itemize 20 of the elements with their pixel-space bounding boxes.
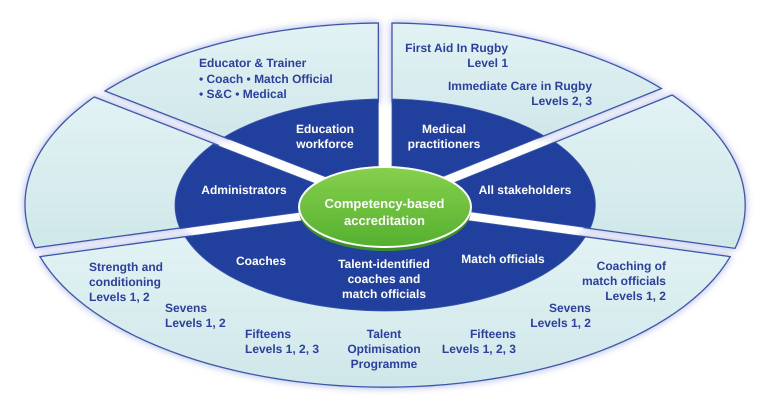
course-label: Talent Optimisation Programme	[346, 327, 422, 372]
group-label: Administrators	[201, 183, 287, 198]
course-label: Coaching of match officials Levels 1, 2	[580, 258, 666, 304]
course-label: • S&C • Medical	[198, 87, 287, 102]
group-label: All stakeholders	[478, 183, 572, 198]
course-label: Fifteens Levels 1, 2, 3	[440, 327, 516, 358]
course-label: Sevens Levels 1, 2	[529, 301, 591, 332]
center-label: Competency-based accreditation	[324, 194, 446, 228]
course-label: Educator & Trainer	[198, 56, 306, 71]
group-label: Match officials	[461, 252, 545, 268]
group-label: Medical practitioners	[406, 122, 482, 152]
course-label: Sevens Levels 1, 2	[164, 301, 227, 332]
course-label: Fifteens Levels 1, 2, 3	[244, 327, 320, 358]
course-label: First Aid In Rugby Level 1	[404, 41, 508, 72]
group-label: Talent-identified coaches and match officials	[337, 257, 431, 302]
group-label: Education workforce	[294, 122, 355, 152]
course-label: Immediate Care in Rugby Levels 2, 3	[446, 78, 592, 109]
group-label: Coaches	[236, 254, 286, 270]
course-label: Strength and conditioning Levels 1, 2	[88, 260, 164, 305]
course-label: • Coach • Match Official	[198, 72, 333, 87]
